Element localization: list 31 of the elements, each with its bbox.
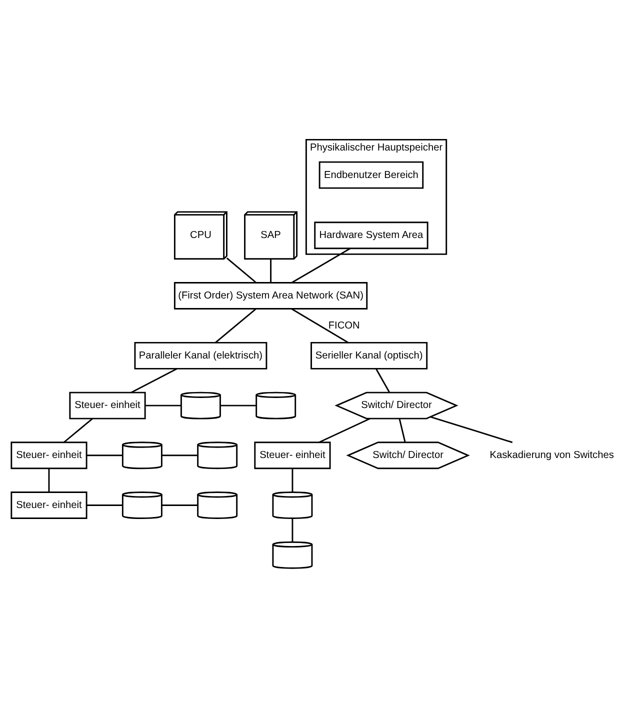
connector (86, 504, 123, 506)
node-box: Steuer- einheit (69, 392, 146, 420)
connector (398, 418, 406, 442)
node-box: Endbenutzer Bereich (318, 161, 424, 189)
connector (292, 518, 294, 542)
node-text: Kaskadierung von Switches (490, 450, 614, 462)
connector (215, 308, 256, 344)
connector (220, 404, 256, 406)
connector (226, 258, 257, 284)
connector (162, 454, 198, 456)
connector (270, 259, 272, 283)
connector (292, 468, 294, 492)
connector (130, 368, 178, 394)
connector (291, 248, 351, 284)
edge-label: FICON (328, 320, 360, 332)
node-box: (First Order) System Area Network (SAN) (174, 282, 368, 310)
connector (48, 468, 50, 492)
connector (64, 418, 93, 443)
node-box: Steuer- einheit (254, 442, 331, 470)
connector (376, 368, 390, 393)
connector (430, 416, 513, 444)
node-box: Steuer- einheit (10, 492, 88, 519)
connector (162, 504, 198, 506)
node-box: Hardware System Area (314, 222, 428, 250)
connector (145, 404, 182, 406)
node-box: Steuer- einheit (10, 442, 88, 470)
connector (318, 418, 370, 444)
node-box: Paralleler Kanal (elektrisch) (134, 342, 268, 370)
node-box: Serieller Kanal (optisch) (310, 342, 428, 370)
connector (291, 308, 349, 344)
connector (86, 454, 123, 456)
